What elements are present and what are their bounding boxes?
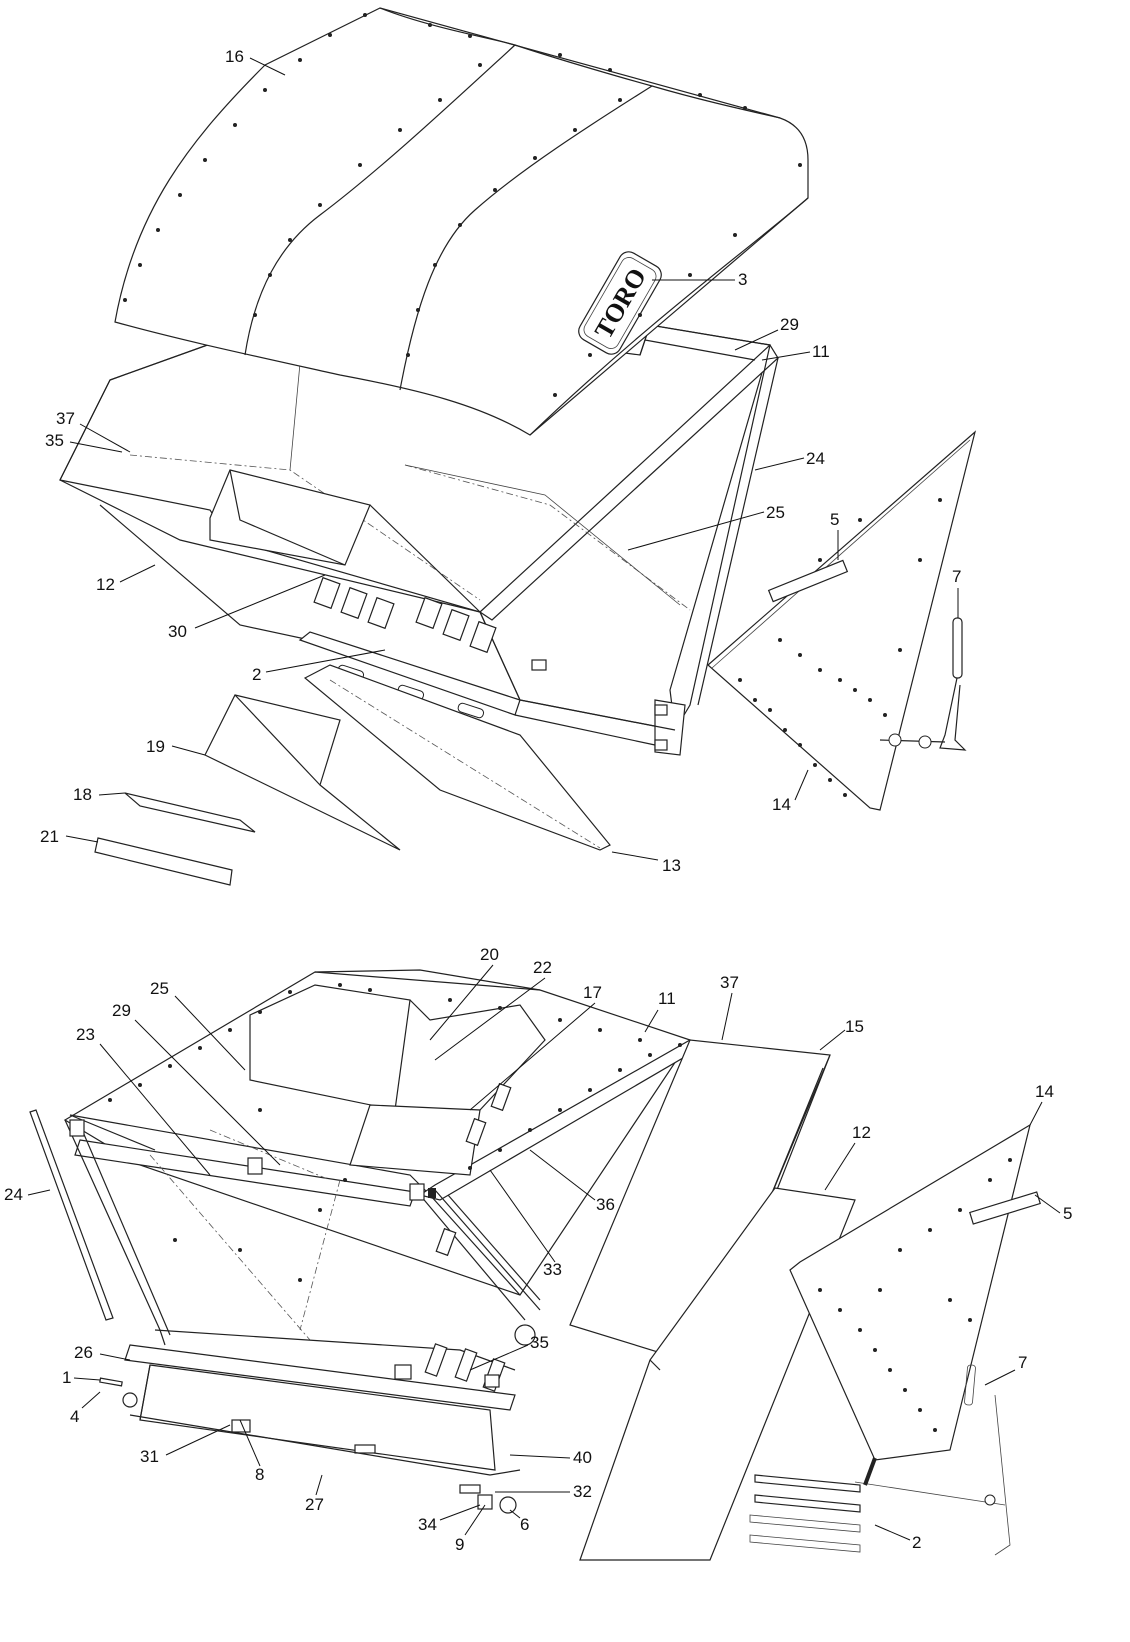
callout-25: 25 bbox=[150, 979, 169, 998]
callout-16: 16 bbox=[225, 47, 244, 66]
callout-33: 33 bbox=[543, 1260, 562, 1279]
callout-2: 2 bbox=[912, 1533, 921, 1552]
callout-6: 6 bbox=[520, 1515, 529, 1534]
side-panel-14 bbox=[707, 430, 977, 811]
callout-20: 20 bbox=[480, 945, 499, 964]
callout-4: 4 bbox=[70, 1407, 79, 1426]
callout-17: 17 bbox=[583, 983, 602, 1002]
upper-callouts: 16 3 29 11 24 25 5 7 37 35 12 30 2 bbox=[40, 47, 961, 875]
callout-26: 26 bbox=[74, 1343, 93, 1362]
callout-3: 3 bbox=[738, 270, 747, 289]
callout-23: 23 bbox=[76, 1025, 95, 1044]
side-panel-14-lower bbox=[789, 1123, 1041, 1461]
latch-lever-7-lower bbox=[854, 1364, 1011, 1556]
callout-11: 11 bbox=[812, 342, 830, 361]
callout-7: 7 bbox=[952, 567, 961, 586]
callout-22: 22 bbox=[533, 958, 552, 977]
callout-9: 9 bbox=[455, 1535, 464, 1554]
fastener-bars bbox=[749, 1457, 877, 1553]
callout-29: 29 bbox=[112, 1001, 131, 1020]
callout-35: 35 bbox=[530, 1333, 549, 1352]
callout-12: 12 bbox=[96, 575, 115, 594]
callout-11: 11 bbox=[658, 989, 676, 1008]
callout-32: 32 bbox=[573, 1482, 592, 1501]
lower-callouts: 20 22 17 11 37 15 25 29 23 14 12 24 36 bbox=[4, 945, 1072, 1554]
parts-diagram: TORO bbox=[4, 7, 1072, 1561]
callout-37: 37 bbox=[56, 409, 75, 428]
callout-15: 15 bbox=[845, 1017, 864, 1036]
callout-25: 25 bbox=[766, 503, 785, 522]
callout-35: 35 bbox=[45, 431, 64, 450]
hopper-body bbox=[59, 309, 779, 756]
callout-13: 13 bbox=[662, 856, 681, 875]
callout-1: 1 bbox=[62, 1368, 71, 1387]
callout-12: 12 bbox=[852, 1123, 871, 1142]
callout-37: 37 bbox=[720, 973, 739, 992]
callout-19: 19 bbox=[146, 737, 165, 756]
callout-7: 7 bbox=[1018, 1353, 1027, 1372]
callout-40: 40 bbox=[573, 1448, 592, 1467]
callout-31: 31 bbox=[140, 1447, 159, 1466]
callout-14: 14 bbox=[772, 795, 791, 814]
upper-loose-plates bbox=[94, 664, 611, 886]
callout-24: 24 bbox=[4, 1185, 23, 1204]
callout-2: 2 bbox=[252, 665, 261, 684]
callout-24: 24 bbox=[806, 449, 825, 468]
lower-assembly: 20 22 17 11 37 15 25 29 23 14 12 24 36 bbox=[4, 945, 1072, 1561]
callout-14: 14 bbox=[1035, 1082, 1054, 1101]
callout-36: 36 bbox=[596, 1195, 615, 1214]
hopper-cover: TORO bbox=[114, 7, 809, 436]
callout-5: 5 bbox=[1063, 1204, 1072, 1223]
callout-34: 34 bbox=[418, 1515, 437, 1534]
callout-21: 21 bbox=[40, 827, 59, 846]
callout-27: 27 bbox=[305, 1495, 324, 1514]
panel-12 bbox=[579, 1187, 856, 1561]
callout-30: 30 bbox=[168, 622, 187, 641]
callout-5: 5 bbox=[830, 510, 839, 529]
callout-8: 8 bbox=[255, 1465, 264, 1484]
callout-18: 18 bbox=[73, 785, 92, 804]
callout-29: 29 bbox=[780, 315, 799, 334]
upper-assembly: TORO bbox=[40, 7, 977, 886]
lower-frame bbox=[29, 969, 702, 1514]
